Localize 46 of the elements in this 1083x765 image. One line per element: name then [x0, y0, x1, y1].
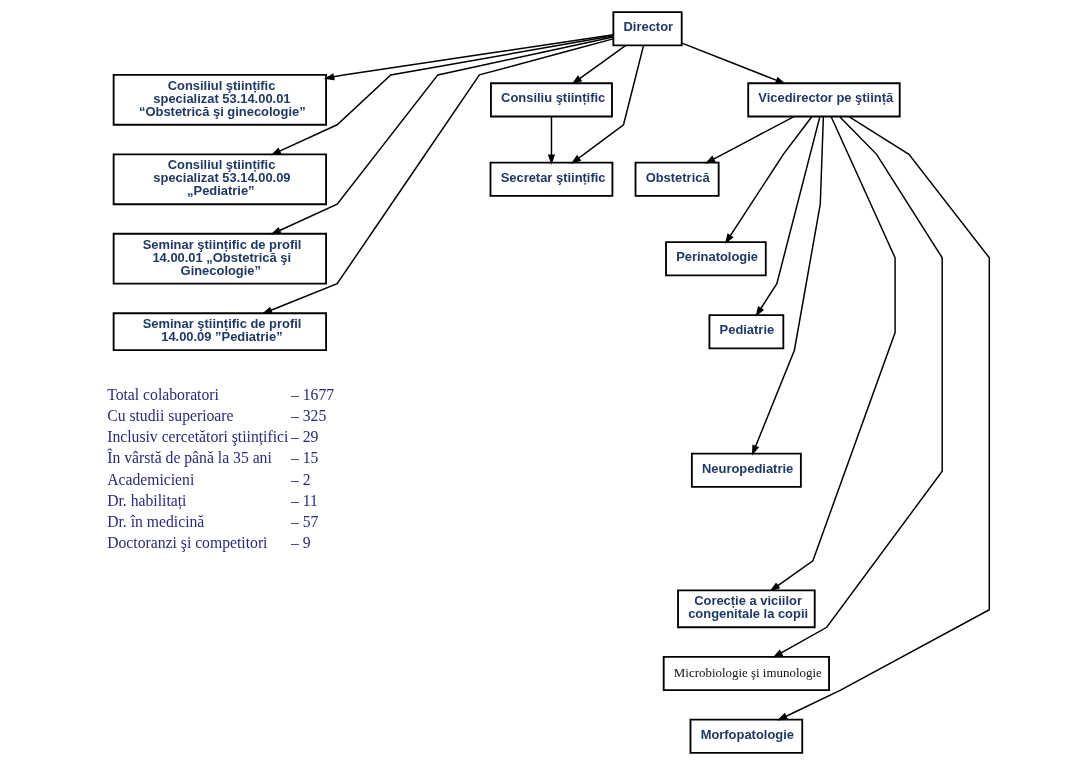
node-box: Seminar ştiințific de profil 14.00.01 „Obstetrică şi Ginecologie” — [112, 232, 327, 285]
arrow — [751, 115, 824, 456]
node-box: Obstetrică — [634, 161, 720, 197]
node-box: Pediatrie — [708, 314, 784, 350]
node-box: Secretar ştiințific — [489, 161, 613, 197]
arrow — [772, 115, 943, 658]
arrow — [754, 115, 821, 317]
node-box: Microbiologie şi imunologie — [662, 655, 830, 691]
node-box: Consiliul ştiințific specializat 53.14.00.01 “Obstetrică şi ginecologie” — [112, 74, 327, 126]
label: Dr. în medicină — [106, 513, 204, 531]
label: Doctoranzi şi competitori — [106, 534, 267, 552]
arrow — [270, 36, 614, 235]
label: – 29 — [290, 428, 318, 446]
label: – 15 — [290, 449, 318, 467]
label: – 325 — [290, 406, 326, 424]
node-box: Seminar ştiințific de profil 14.00.09 ”Pediatrie” — [112, 312, 327, 352]
arrow — [261, 38, 614, 314]
arrow — [570, 44, 644, 164]
label: Academicieni — [106, 470, 194, 488]
arrow — [323, 34, 614, 81]
label: – 9 — [290, 534, 311, 552]
node-box: Vicedirector pe ştiință — [746, 82, 901, 118]
arrow — [776, 115, 990, 721]
label: Total colaboratori — [106, 385, 219, 403]
arrow — [270, 34, 614, 156]
node-box: Perinatologie — [664, 241, 767, 277]
label: Inclusiv cercetători ştiințifici — [106, 428, 288, 446]
label: În vârstă de până la 35 ani — [106, 449, 272, 467]
label: – 1677 — [290, 385, 334, 403]
arrow — [704, 115, 795, 164]
node-box: Neuropediatrie — [690, 452, 802, 488]
arrow — [547, 116, 555, 165]
label: Cu studii superioare — [106, 406, 234, 424]
arrow — [680, 42, 786, 84]
node-box: Morfopatologie — [689, 718, 803, 754]
label: – 2 — [290, 470, 311, 488]
label: – 11 — [290, 491, 318, 509]
label: Dr. habilitați — [106, 491, 186, 509]
node-box: Consiliu ştiințific — [489, 82, 613, 118]
node-box: Director — [611, 11, 683, 47]
arrow — [769, 115, 896, 592]
node-box: Corecție a viciilor congenitale la copii — [676, 589, 816, 629]
arrow — [724, 115, 813, 244]
node-box: Consiliul ştiințific specializat 53.14.00.09 „Pediatrie” — [112, 153, 327, 206]
arrow — [571, 44, 626, 85]
label: – 57 — [290, 513, 318, 531]
